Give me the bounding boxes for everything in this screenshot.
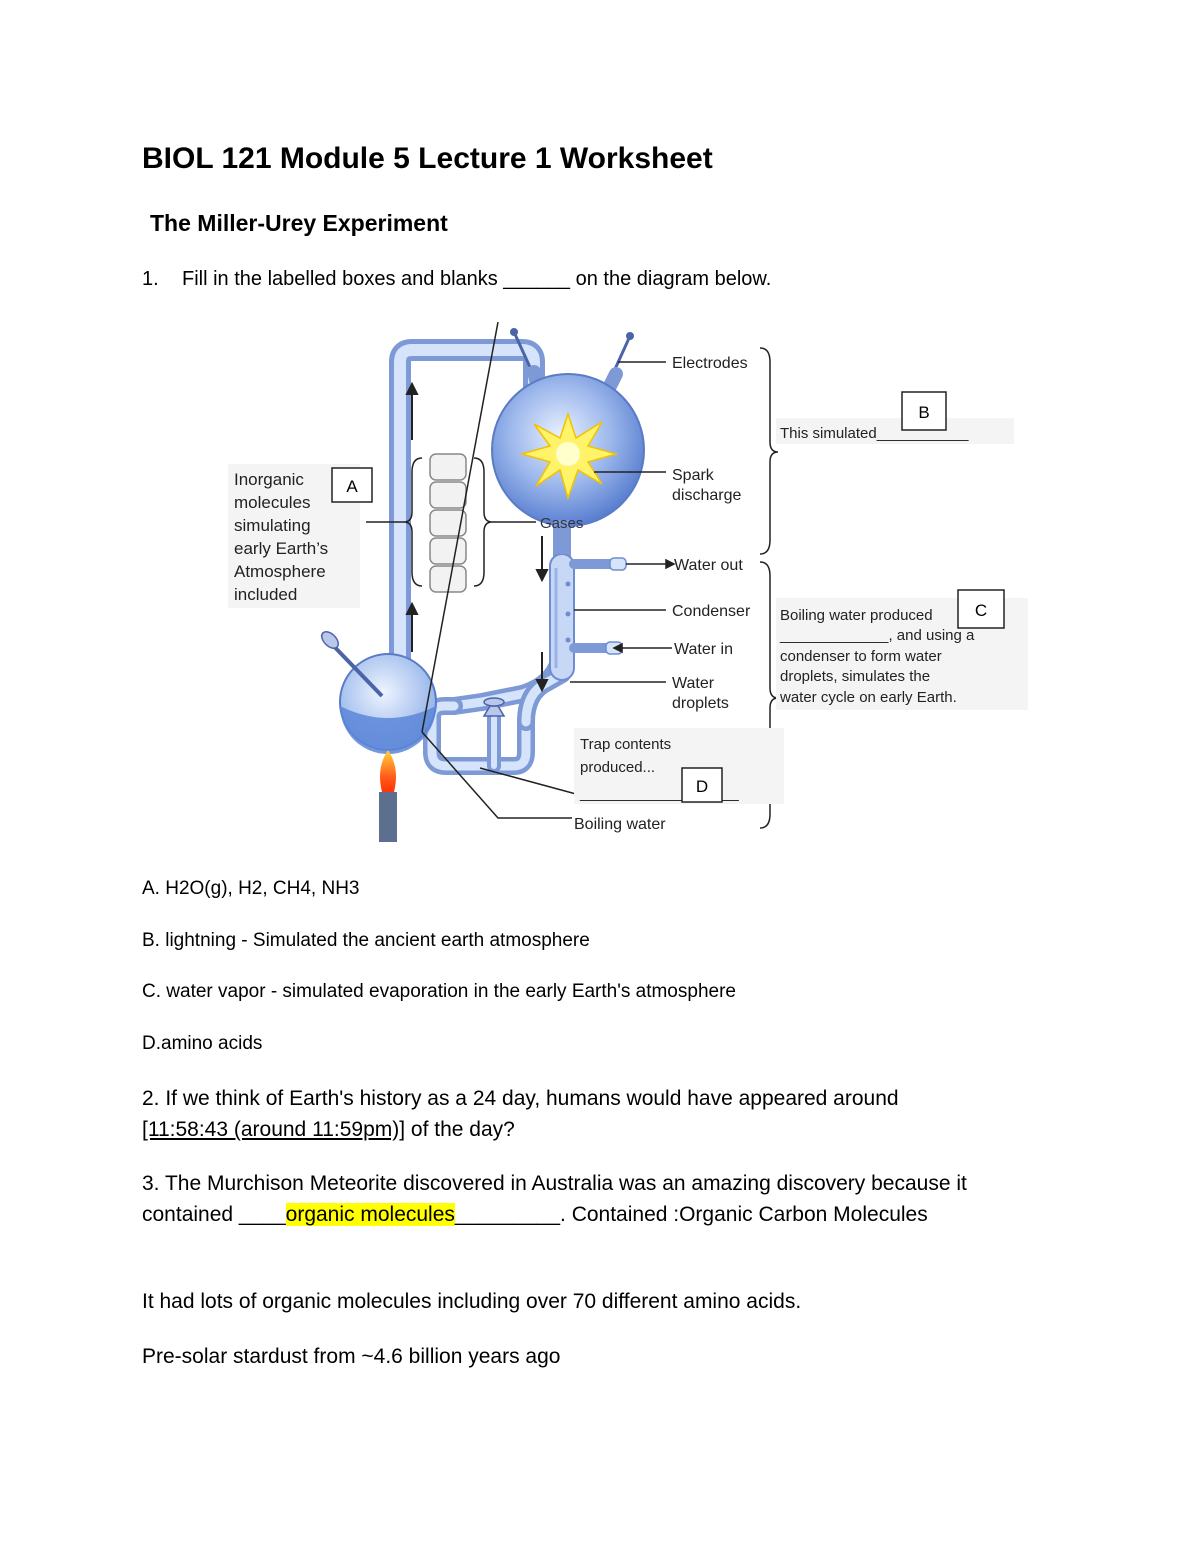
svg-text:C: C xyxy=(975,601,987,620)
svg-text:Atmosphere: Atmosphere xyxy=(234,562,326,581)
label-gases: Gases xyxy=(540,515,583,532)
trap-tube-outer xyxy=(423,697,535,775)
label-droplets-1: Water xyxy=(672,675,715,692)
svg-text:B: B xyxy=(918,403,929,422)
brace-right xyxy=(473,457,493,587)
svg-text:Trap contents: Trap contents xyxy=(580,736,671,753)
svg-text:__: __ xyxy=(721,785,739,802)
note-line-1: It had lots of organic molecules includi… xyxy=(142,1290,802,1313)
svg-text:water cycle on early Earth.: water cycle on early Earth. xyxy=(779,689,957,706)
question-1-text: Fill in the labelled boxes and blanks __… xyxy=(182,268,772,290)
question-2-answer: [11:58:43 (around 11:59pm)] xyxy=(142,1118,406,1141)
svg-text:______________: ______________ xyxy=(579,785,697,802)
note-line-2: Pre-solar stardust from ~4.6 billion yea… xyxy=(142,1345,561,1368)
label-condenser: Condenser xyxy=(672,603,751,620)
tube-inner xyxy=(394,344,540,680)
answer-a: A. H2O(g), H2, CH4, NH3 xyxy=(142,878,360,899)
label-electrodes: Electrodes xyxy=(672,355,748,372)
answer-d: D.amino acids xyxy=(142,1033,263,1054)
svg-text:early Earth’s: early Earth’s xyxy=(234,539,328,558)
label-droplets-2: droplets xyxy=(672,695,729,712)
flame xyxy=(380,750,396,796)
question-2-tail: of the day? xyxy=(405,1118,515,1141)
flow-arrows xyxy=(405,381,549,693)
question-3-tail: _________. Contained :Organic Carbon Mol… xyxy=(454,1203,928,1226)
answer-box-c: C xyxy=(957,589,1005,629)
svg-text:produced...: produced... xyxy=(580,759,655,776)
brace-top-right xyxy=(759,347,779,555)
answer-box-d: D xyxy=(681,767,723,803)
svg-text:droplets, simulates the: droplets, simulates the xyxy=(780,668,930,685)
leader-lines xyxy=(421,322,676,819)
section-title: The Miller-Urey Experiment xyxy=(150,210,448,236)
question-1-number: 1. xyxy=(142,268,159,290)
svg-text:Boiling water produced: Boiling water produced xyxy=(780,607,933,624)
question-2-lead: 2. If we think of Earth's history as a 2… xyxy=(142,1087,899,1110)
burner xyxy=(379,792,397,842)
question-1: 1. Fill in the labelled boxes and blanks … xyxy=(142,268,771,291)
label-spark-1: Spark xyxy=(672,467,715,484)
label-water-in: Water in xyxy=(674,641,733,658)
answer-box-a: A xyxy=(331,467,373,503)
page-title: BIOL 121 Module 5 Lecture 1 Worksheet xyxy=(142,142,713,175)
label-spark-2: discharge xyxy=(672,487,741,504)
svg-text:condenser to form water: condenser to form water xyxy=(780,648,942,665)
svg-text:_____________, and using a: _____________, and using a xyxy=(779,627,975,644)
condenser-jacket xyxy=(549,553,575,681)
label-water-out: Water out xyxy=(674,557,743,574)
boiling-note: Boiling water produced _____________, an… xyxy=(779,607,975,706)
question-3-highlight: organic molecules xyxy=(285,1203,455,1226)
miller-urey-diagram: Electrodes Spark discharge Gases Water o… xyxy=(228,322,1028,842)
answer-c: C. water vapor - simulated evaporation i… xyxy=(142,981,736,1002)
question-3-lead: 3. The Murchison Meteorite discovered in… xyxy=(142,1172,967,1226)
answer-box-b: B xyxy=(901,391,947,431)
svg-text:included: included xyxy=(234,585,297,604)
trap-note: Trap contents produced... ______________… xyxy=(579,736,739,802)
question-3: 3. The Murchison Meteorite discovered in… xyxy=(142,1168,1042,1230)
svg-text:Inorganic: Inorganic xyxy=(234,470,304,489)
svg-text:D: D xyxy=(696,777,708,796)
label-boiling: Boiling water xyxy=(574,816,666,833)
svg-text:A: A xyxy=(346,477,358,496)
return-tube-inner xyxy=(521,669,567,727)
svg-text:molecules: molecules xyxy=(234,493,311,512)
inorganic-note: Inorganic molecules simulating early Ear… xyxy=(234,470,328,604)
question-2: 2. If we think of Earth's history as a 2… xyxy=(142,1083,1042,1145)
answer-b: B. lightning - Simulated the ancient ear… xyxy=(142,930,590,951)
svg-text:simulating: simulating xyxy=(234,516,311,535)
